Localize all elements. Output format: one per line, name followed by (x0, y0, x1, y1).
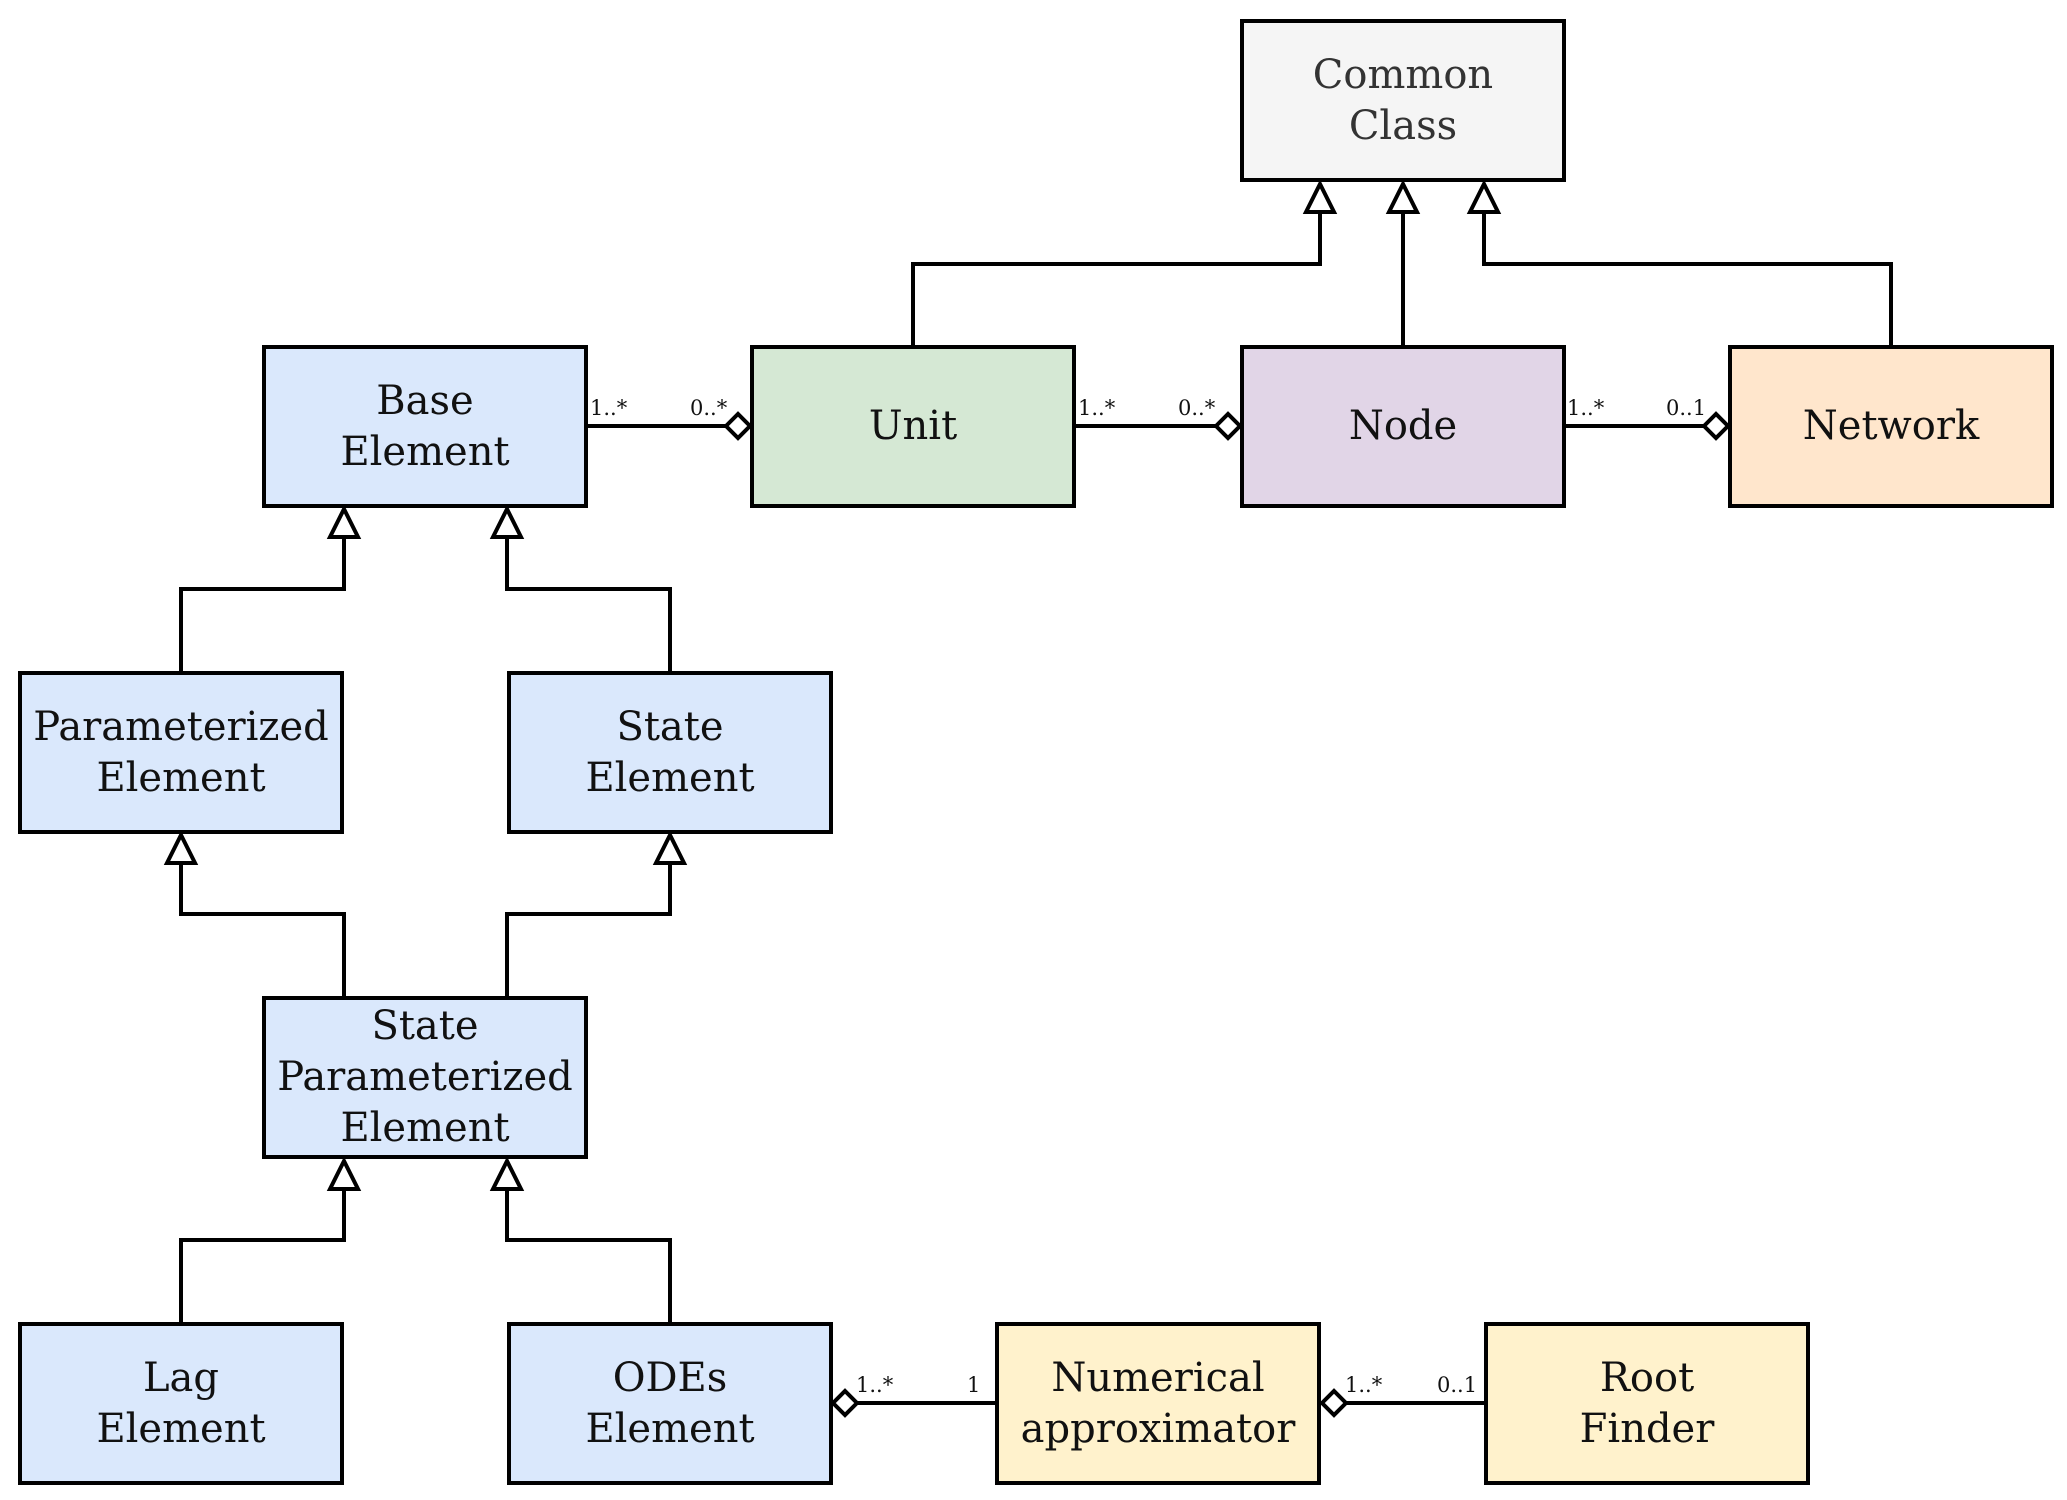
class-label: Unit (868, 403, 958, 449)
arrowhead-triangle-icon (652, 830, 688, 865)
arrowhead-triangle-icon (489, 1156, 525, 1191)
generalization-odes-stateparam (505, 1189, 672, 1322)
class-label: Numerical (1051, 1354, 1265, 1401)
class-network[interactable]: Network (1728, 345, 2054, 508)
arrowhead-triangle-icon (1302, 179, 1338, 214)
class-label: approximator (1020, 1405, 1296, 1452)
class-label: Lag (142, 1354, 219, 1401)
arrowhead-triangle-icon (1466, 179, 1502, 214)
arrowhead-triangle-icon (326, 504, 362, 539)
class-node[interactable]: Node (1240, 345, 1566, 508)
multiplicity-label: 0..* (1178, 396, 1216, 420)
aggregation-diamond-icon (1319, 1388, 1349, 1418)
generalization-stateparam-param (179, 863, 346, 996)
class-label: Element (96, 754, 266, 801)
arrowhead-triangle-icon (326, 1156, 362, 1191)
class-label: Finder (1579, 1405, 1715, 1452)
generalization-param-base (179, 537, 346, 671)
multiplicity-label: 0..1 (1437, 1373, 1478, 1397)
class-label: Element (340, 1105, 510, 1151)
class-label: Parameterized (33, 703, 329, 750)
aggregation-diamond-icon (1701, 411, 1731, 441)
multiplicity-label: 1..* (1567, 396, 1605, 420)
class-label: Node (1348, 403, 1458, 449)
generalization-network-common (1482, 212, 1893, 345)
class-label: State (371, 1003, 479, 1049)
aggregation-diamond-icon (723, 411, 753, 441)
class-label: Network (1802, 403, 1980, 449)
generalization-stateparam-state (505, 863, 672, 996)
multiplicity-label: 1..* (856, 1373, 894, 1397)
class-label: Element (340, 428, 510, 475)
class-label: Common (1312, 51, 1494, 98)
multiplicity-label: 1..* (590, 396, 628, 420)
aggregation-diamond-icon (830, 1388, 860, 1418)
class-label: Element (585, 754, 755, 801)
class-label: Base (376, 377, 474, 424)
class-label: Parameterized (277, 1054, 573, 1100)
arrowhead-triangle-icon (163, 830, 199, 865)
class-label: Root (1599, 1354, 1695, 1401)
multiplicity-label: 0..* (690, 396, 728, 420)
multiplicity-label: 1..* (1078, 396, 1116, 420)
class-label: Class (1348, 102, 1458, 149)
class-label: State (616, 703, 724, 750)
generalization-lag-stateparam (179, 1189, 346, 1322)
arrowhead-triangle-icon (1385, 179, 1421, 214)
generalization-unit-common (911, 212, 1322, 345)
generalization-state-base (505, 537, 672, 671)
class-label: Element (96, 1405, 266, 1452)
class-label: ODEs (612, 1354, 728, 1401)
multiplicity-label: 1..* (1345, 1373, 1383, 1397)
arrowhead-triangle-icon (489, 504, 525, 539)
aggregation-diamond-icon (1213, 411, 1243, 441)
multiplicity-label: 1 (967, 1373, 981, 1397)
class-unit[interactable]: Unit (750, 345, 1076, 508)
multiplicity-label: 0..1 (1666, 396, 1707, 420)
class-label: Element (585, 1405, 755, 1452)
